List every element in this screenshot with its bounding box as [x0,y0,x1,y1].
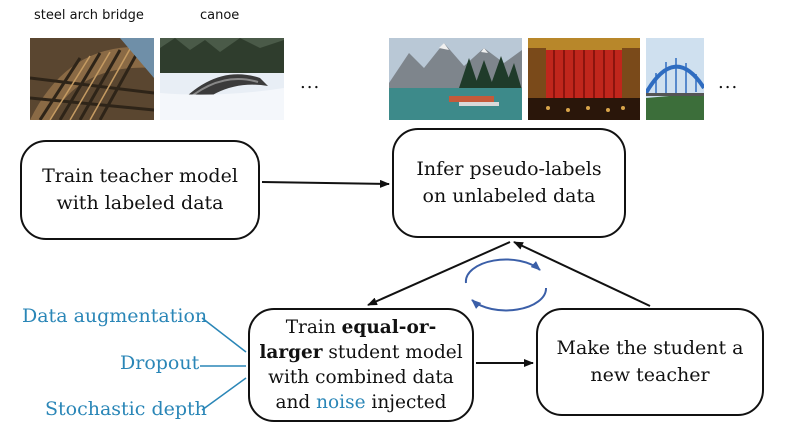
noise-label-dropout: Dropout [120,352,200,374]
arrow-teacher-to-infer [261,179,390,188]
infer-box-line1: Infer pseudo-labels [416,158,602,180]
student-text-larger: larger [259,342,323,363]
student-box-line2: larger student model [259,340,462,365]
new-teacher-line1: Make the student a [556,337,744,359]
cycle-arc-top [464,258,541,284]
infer-pseudo-labels-box: Infer pseudo-labels on unlabeled data [392,128,626,238]
caption-steel-arch-bridge: steel arch bridge [34,8,144,23]
student-text-equal-or: equal-or- [341,317,437,338]
image-blue-bridge [646,38,704,120]
student-text-injected: injected [365,392,447,413]
connector-stochastic-depth [201,377,247,411]
labeled-images-ellipsis: ... [300,72,321,93]
new-teacher-line2: new teacher [590,364,710,386]
arrow-infer-to-student [367,241,511,306]
arrow-new-teacher-to-infer [513,241,651,307]
unlabeled-images-ellipsis: ... [718,72,739,93]
student-training-box: Train equal-or- larger student model wit… [248,308,474,422]
image-steel-arch-bridge [30,38,154,120]
noise-label-data-augmentation: Data augmentation [22,305,208,327]
caption-canoe: canoe [200,8,240,23]
teacher-training-box: Train teacher model with labeled data [20,140,260,240]
student-text-noise: noise [316,392,366,413]
teacher-box-line1: Train teacher model [42,165,238,187]
infer-box-line2: on unlabeled data [422,185,596,207]
student-text-train: Train [285,317,342,338]
connector-data-augmentation [201,317,247,353]
image-canoe [160,38,284,120]
noise-label-stochastic-depth: Stochastic depth [45,398,207,420]
student-text-student-model: student model [322,342,463,363]
student-box-line4: and noise injected [259,390,462,415]
cycle-arc-bottom [471,287,548,312]
image-mountain-lake [389,38,522,120]
student-box-line1: Train equal-or- [259,315,462,340]
teacher-box-line2: with labeled data [56,192,224,214]
new-teacher-box: Make the student a new teacher [536,308,764,416]
image-theater [528,38,640,120]
student-text-and: and [275,392,317,413]
student-box-line3: with combined data [268,367,454,388]
